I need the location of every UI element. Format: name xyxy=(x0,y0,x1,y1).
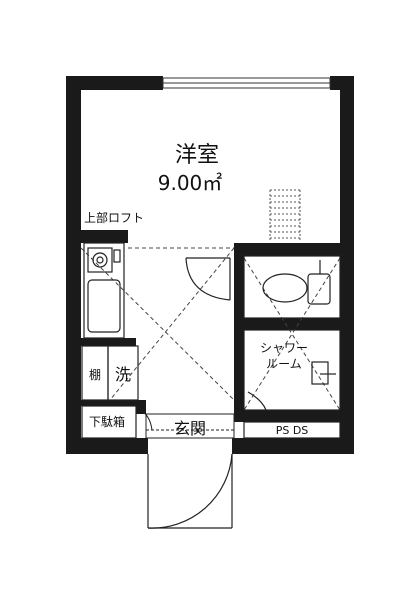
loft-label: 上部ロフト xyxy=(84,210,144,225)
loft-ladder xyxy=(269,189,301,242)
shoe-box xyxy=(81,405,137,439)
washer-label: 洗 xyxy=(115,365,131,384)
entrance-area xyxy=(139,409,235,439)
entrance-door xyxy=(147,453,233,529)
shower-room xyxy=(243,329,341,411)
window xyxy=(162,77,331,89)
ps-ds-box xyxy=(243,421,341,439)
shoe-box-label: 下駄箱 xyxy=(89,414,125,429)
shower-label-line2: ルーム xyxy=(266,357,302,371)
kitchen-counter xyxy=(83,242,125,339)
entrance-label: 玄関 xyxy=(174,419,206,438)
walls xyxy=(66,76,354,454)
hall-door xyxy=(185,257,231,301)
ps-ds-label: PS DS xyxy=(276,424,309,437)
western-room-name: 洋室 xyxy=(175,143,219,168)
shower-label-line1: シャワー xyxy=(260,341,308,355)
loft-outline xyxy=(80,247,341,411)
shelf-washer xyxy=(81,345,139,401)
toilet-room xyxy=(243,255,341,319)
western-room-area: 9.00㎡ xyxy=(158,171,223,195)
shelf-label: 棚 xyxy=(89,367,101,382)
